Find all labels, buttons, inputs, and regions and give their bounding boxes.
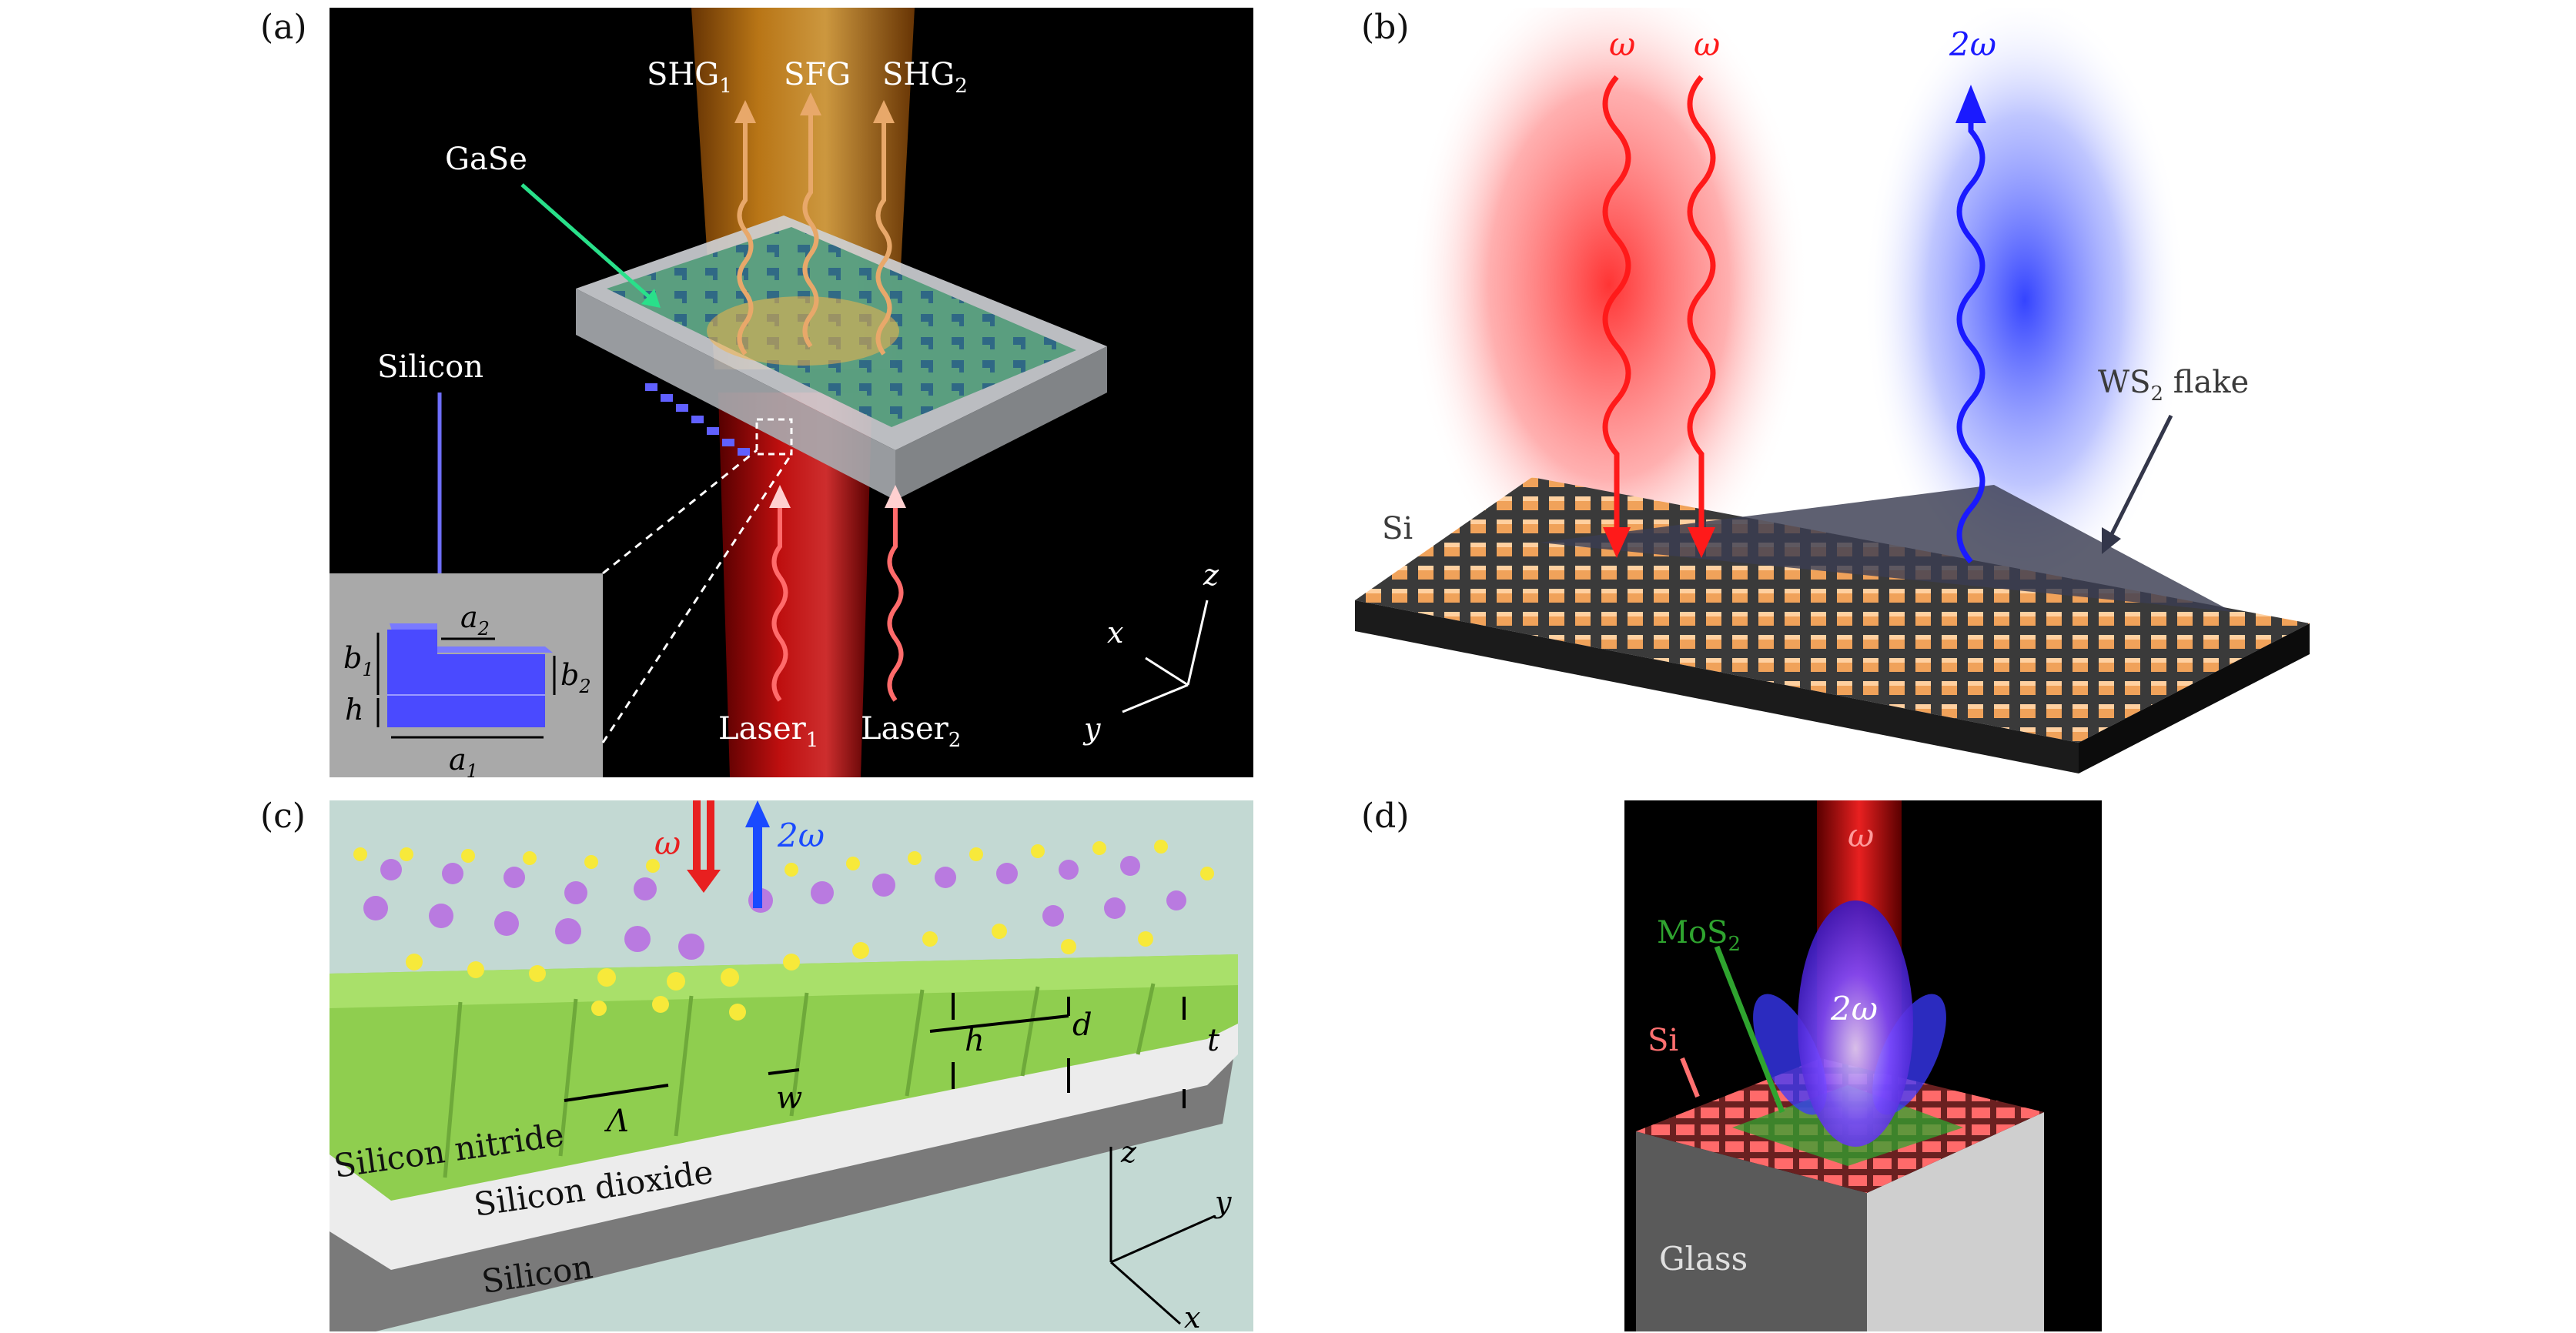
omega-label-1: ω [1609, 25, 1635, 63]
two-omega-label-d: 2ω [1830, 990, 1878, 1027]
panel-d: ω 2ω MoS2 Si Glass [1624, 800, 2102, 1331]
mos2-pointer [1714, 945, 1785, 1114]
mos2-label: MoS2 [1657, 915, 1741, 956]
inset-dash-1 [602, 449, 758, 575]
panel-a-axes [1122, 600, 1209, 713]
silicon-nitride-layer [330, 954, 1238, 1201]
glass-label: Glass [1659, 1240, 1748, 1278]
glass-front [1636, 1131, 1867, 1331]
omega-arrowheads [1603, 527, 1715, 558]
sfg-label: SFG [784, 57, 851, 92]
panel-c: ω 2ω Λ w h d t Silicon nitride Silicon d… [330, 800, 1253, 1331]
axis-x-label: x [1107, 616, 1123, 650]
ws2-label: WS2 flake [2098, 365, 2249, 406]
substrate-side [895, 346, 1107, 500]
axis-x-label-c: x [1184, 1301, 1200, 1331]
axis-z-label-c: z [1120, 1135, 1137, 1169]
ws2-pointer [2107, 414, 2173, 540]
two-omega-arrow-c [745, 800, 770, 908]
panel-b: ω ω 2ω WS2 flake Si [1355, 8, 2310, 773]
atom-lattice [353, 840, 1214, 1021]
axis-z-label: z [1203, 558, 1219, 592]
blue-glow [1863, 8, 2186, 608]
grating-grooves [443, 983, 1156, 1178]
a2-label: a2 [460, 600, 490, 640]
zoom-box [755, 418, 793, 456]
w-label: w [776, 1081, 802, 1116]
laser2-label: Laser2 [861, 711, 961, 752]
output-waves [737, 108, 892, 356]
inset-dash-2 [601, 453, 793, 743]
two-omega-wave [1956, 123, 1986, 564]
laser-waves [771, 500, 904, 702]
panel-a: SHG1 SFG SHG2 GaSe Silicon a2 b1 b2 h a1… [330, 8, 1253, 777]
silicon-label: Silicon [377, 349, 483, 385]
gase-pointer-head [641, 289, 661, 308]
b1-label: b1 [343, 641, 374, 680]
laser-arrowheads [769, 485, 906, 508]
si-label-d: Si [1648, 1023, 1678, 1058]
h-label-c: h [965, 1023, 985, 1058]
glass-side [1867, 1112, 2044, 1331]
panel-a-letter: (a) [260, 8, 307, 47]
d-label: d [1072, 1007, 1092, 1043]
output-arrowheads [734, 92, 895, 123]
omega-label-c: ω [654, 824, 681, 862]
si-label-b: Si [1382, 511, 1413, 546]
panel-b-letter: (b) [1361, 8, 1410, 47]
gase-label: GaSe [445, 142, 527, 177]
two-omega-label: 2ω [1949, 25, 1996, 63]
h-label: h [345, 693, 363, 727]
silicon-blocks [645, 383, 750, 456]
two-omega-label-c: 2ω [777, 817, 825, 854]
t-label: t [1207, 1023, 1220, 1058]
omega-label-d: ω [1848, 817, 1874, 854]
inset-dimension-arrows [376, 633, 556, 739]
lobe-center [1798, 900, 1913, 1147]
axis-y-label: y [1082, 712, 1101, 746]
axis-y-label-c: y [1213, 1185, 1232, 1219]
panel-c-letter: (c) [260, 797, 306, 836]
shg1-label: SHG1 [647, 57, 732, 98]
si-pointer [1680, 1057, 1700, 1098]
inset-block-front [387, 630, 545, 727]
panel-c-axes [1109, 1147, 1216, 1325]
laser-beam [718, 393, 872, 777]
substrate-front-b [1355, 600, 2079, 773]
ws2-pointer-head [2102, 527, 2121, 554]
a1-label: a1 [449, 743, 478, 777]
panel-d-letter: (d) [1361, 797, 1410, 836]
omega-arrows-c [687, 800, 721, 893]
b2-label: b2 [560, 658, 591, 697]
lambda-label: Λ [604, 1104, 629, 1139]
laser1-label: Laser1 [718, 711, 818, 752]
gase-pointer [520, 183, 654, 302]
substrate-side-b [2079, 623, 2310, 773]
ws2-flake [1540, 485, 2233, 612]
silicon-nitride-top [330, 954, 1238, 1008]
two-omega-arrowhead [1955, 85, 1986, 123]
omega-label-2: ω [1694, 25, 1720, 63]
dimension-arrows-c [564, 993, 1186, 1108]
shg2-label: SHG2 [882, 57, 968, 98]
omega-waves [1602, 75, 1716, 531]
substrate-front [576, 289, 895, 500]
